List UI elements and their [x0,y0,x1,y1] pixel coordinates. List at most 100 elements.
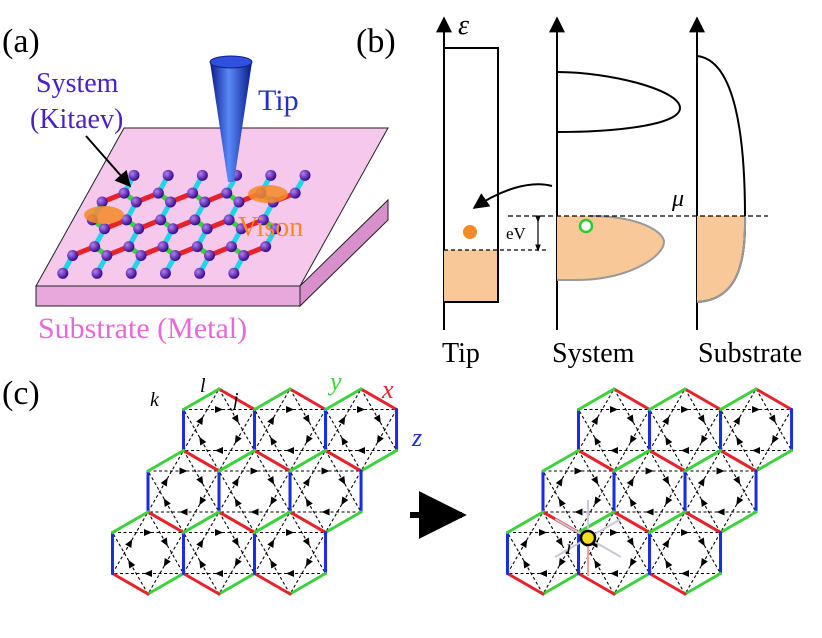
hexagon-bond [541,572,581,596]
lattice-atom [228,267,240,279]
plaquette-arrow [144,570,152,577]
plaquette-arrow [555,477,563,487]
hexagon-bond [541,449,581,473]
plaquette-arrow [558,498,566,507]
hexagon-bond [324,387,363,411]
substrate-dos: μ Substrate [671,16,802,369]
plaquette-arrow [215,570,224,577]
plaquette-arrow [302,477,310,487]
site-i-label: i [566,537,572,559]
hexagon-bond [612,572,652,596]
plaquette-arrow [215,406,224,413]
hexagon-bond [648,387,687,411]
hexagon-bond [683,387,723,411]
hexagon-bond [288,449,328,473]
plaquette-arrow [768,414,776,424]
plaquette-arrow [555,537,563,547]
lattice-atom [233,196,245,208]
plaquette-arrow [716,467,725,475]
lattice-atom [135,249,147,261]
hexagon-bond [324,449,363,473]
lattice-atom [189,214,201,226]
plaquette-arrow [321,467,330,475]
lattice-atom [169,249,181,261]
tip-dos-label: Tip [442,338,480,369]
lattice-atom [257,214,269,226]
lattice-atom [89,241,101,253]
plaquette-arrow [270,436,278,446]
plaquette-arrow [357,447,366,454]
hexagon-bond [253,449,292,473]
plaquette-arrow [574,467,583,475]
plaquette-arrow [305,435,313,444]
plaquette-arrow [215,447,224,454]
lattice-atom [187,187,199,199]
lattice-atom [203,249,215,261]
hexagon-bond [217,572,257,596]
lattice-atom [130,196,142,208]
plaquette-arrow [321,508,330,516]
substrate-dos-label: Substrate [698,338,802,369]
plaquette-arrow [645,508,654,516]
plaquette-arrow [270,496,278,506]
lattice-atom [191,241,203,253]
lattice-atom [57,267,69,279]
hexagon-bond [577,572,616,596]
plaquette-arrow [373,414,381,424]
plaquette-arrow [267,476,275,485]
panel-b-label: (b) [356,23,396,60]
plaquette-arrow [665,436,673,446]
plaquette-arrow [645,467,654,475]
plaquette-arrow [196,539,204,548]
plaquette-arrow [179,467,188,475]
plaquette-arrow [665,496,673,506]
plaquette-arrow [231,414,239,424]
lattice-atom [199,196,211,208]
plaquette-arrow [626,414,634,424]
hexagon-bond [683,449,723,473]
hexagon-bond [288,572,328,596]
lattice-atom [128,169,140,181]
tunneling-electron [463,225,477,239]
plaquette-arrow [591,539,599,548]
plaquette-arrow [231,537,239,547]
hexagon-bond [146,572,186,596]
lattice-atom [133,223,145,235]
hexagon-bond [648,572,687,596]
hexagon-bond [253,572,292,596]
plaquette-arrow [144,529,152,536]
lattice-atom [235,223,247,235]
lattice-atom [96,196,108,208]
tip-label: Tip [258,84,299,117]
hexagon-bond [719,387,758,411]
vison-left [84,206,124,224]
lattice-atom [155,214,167,226]
lattice-after [505,387,794,596]
plaquette-arrow [626,537,634,547]
lattice-atom [123,241,135,253]
lattice-atom [101,249,113,261]
hexagon-bond [217,510,257,534]
panel-b: (b) ε Tip System μ Sub [356,10,802,369]
plaquette-arrow [125,539,133,548]
plaquette-arrow [302,537,310,547]
plaquette-arrow [662,539,670,548]
lattice-atom [157,241,169,253]
plaquette-arrow [629,558,637,567]
lattice-atom [98,223,110,235]
hexagon-bond [182,387,221,411]
plaquette-arrow [733,416,741,425]
plaquette-arrow [338,476,346,485]
plaquette-arrow [160,477,168,487]
plaquette-arrow [267,539,275,548]
hexagon-bond [683,510,723,534]
hexagon-bond [754,449,794,473]
system-label-line2: (Kitaev) [30,104,123,135]
plaquette-arrow [160,537,168,547]
system-dos-label: System [552,338,635,369]
bond-z-label: z [411,423,422,452]
hexagon-bond [253,387,292,411]
plaquette-arrow [196,476,204,485]
plaquette-arrow [700,498,708,507]
hexagon-bond [577,387,616,411]
